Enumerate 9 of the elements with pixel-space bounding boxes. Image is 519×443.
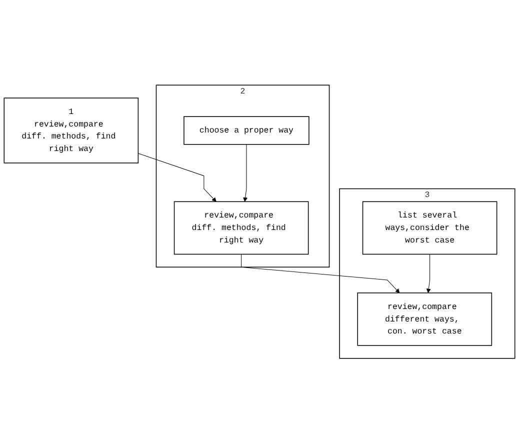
node-box: review,compare different ways, con. worst case <box>357 292 492 346</box>
node-box: choose a proper way <box>184 116 310 145</box>
node-box: 1 review,compare diff. methods, find right way <box>4 97 139 164</box>
arrow <box>243 144 248 202</box>
arrow <box>138 152 216 202</box>
arrow <box>426 254 431 293</box>
arrow <box>241 254 400 293</box>
node-box: list several ways,consider the worst case <box>362 201 498 254</box>
node-box: review,compare diff. methods, find right way <box>174 201 309 254</box>
